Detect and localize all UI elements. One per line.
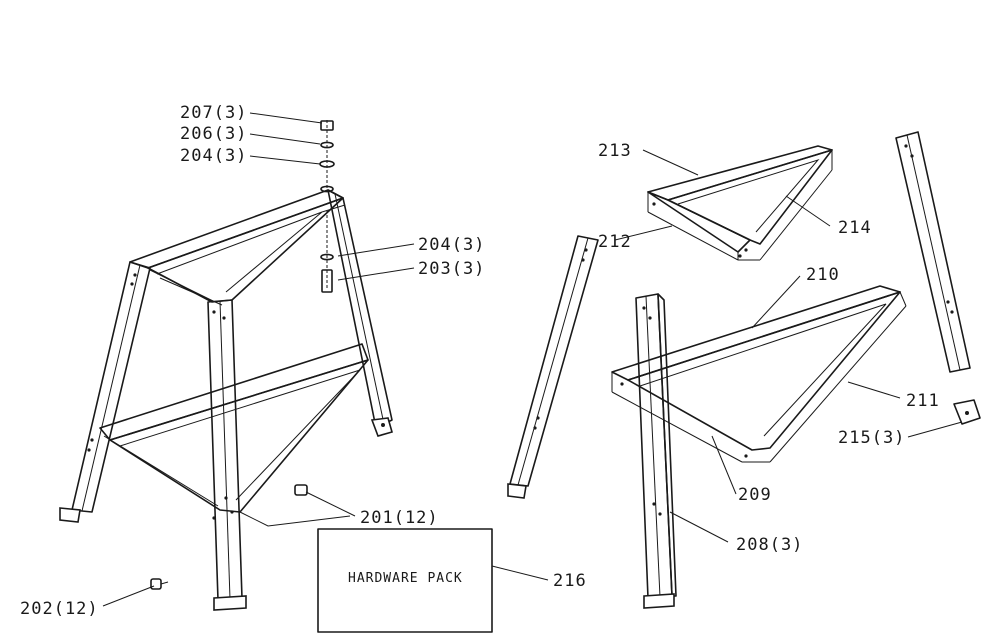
assembled-front-leg [207,299,247,611]
callout-211: 211 [906,391,940,411]
callout-203: 203(3) [418,259,485,279]
leader-lines [102,112,963,607]
callout-214: 214 [838,218,872,238]
callout-215: 215(3) [838,428,905,448]
callout-204-mid: 204(3) [418,235,485,255]
hardware-pack-box [317,528,493,633]
callout-213: 213 [598,141,632,161]
callout-206: 206(3) [180,124,247,144]
callout-207: 207(3) [180,103,247,123]
callout-209: 209 [738,485,772,505]
callout-212: 212 [598,232,632,252]
callout-201: 201(12) [360,508,439,528]
assembled-lower-frame [99,343,369,527]
assembled-back-right-leg [327,189,393,437]
part-202-bolt [150,578,169,590]
part-201-cap [294,484,308,496]
fastener-stack [319,120,335,293]
callout-labels: 207(3) 206(3) 204(3) 204(3) 203(3) 201(1… [20,103,940,619]
callout-216: 216 [553,571,587,591]
assembled-back-left-leg [59,261,151,523]
callout-208: 208(3) [736,535,803,555]
callout-210: 210 [806,265,840,285]
loose-leg-right [895,131,971,373]
hardware-pack-label: HARDWARE PACK [348,571,463,586]
top-frame-assembly [647,145,833,261]
assembled-stand [59,120,393,611]
part-215-foot [953,399,981,425]
hardware-pack: HARDWARE PACK [317,528,549,633]
loose-leg-208 [635,293,677,609]
callout-202: 202(12) [20,599,99,619]
loose-leg-left [507,235,599,499]
callout-204-top: 204(3) [180,146,247,166]
assembled-top-frame [129,189,346,306]
lower-frame-assembly [611,285,907,463]
